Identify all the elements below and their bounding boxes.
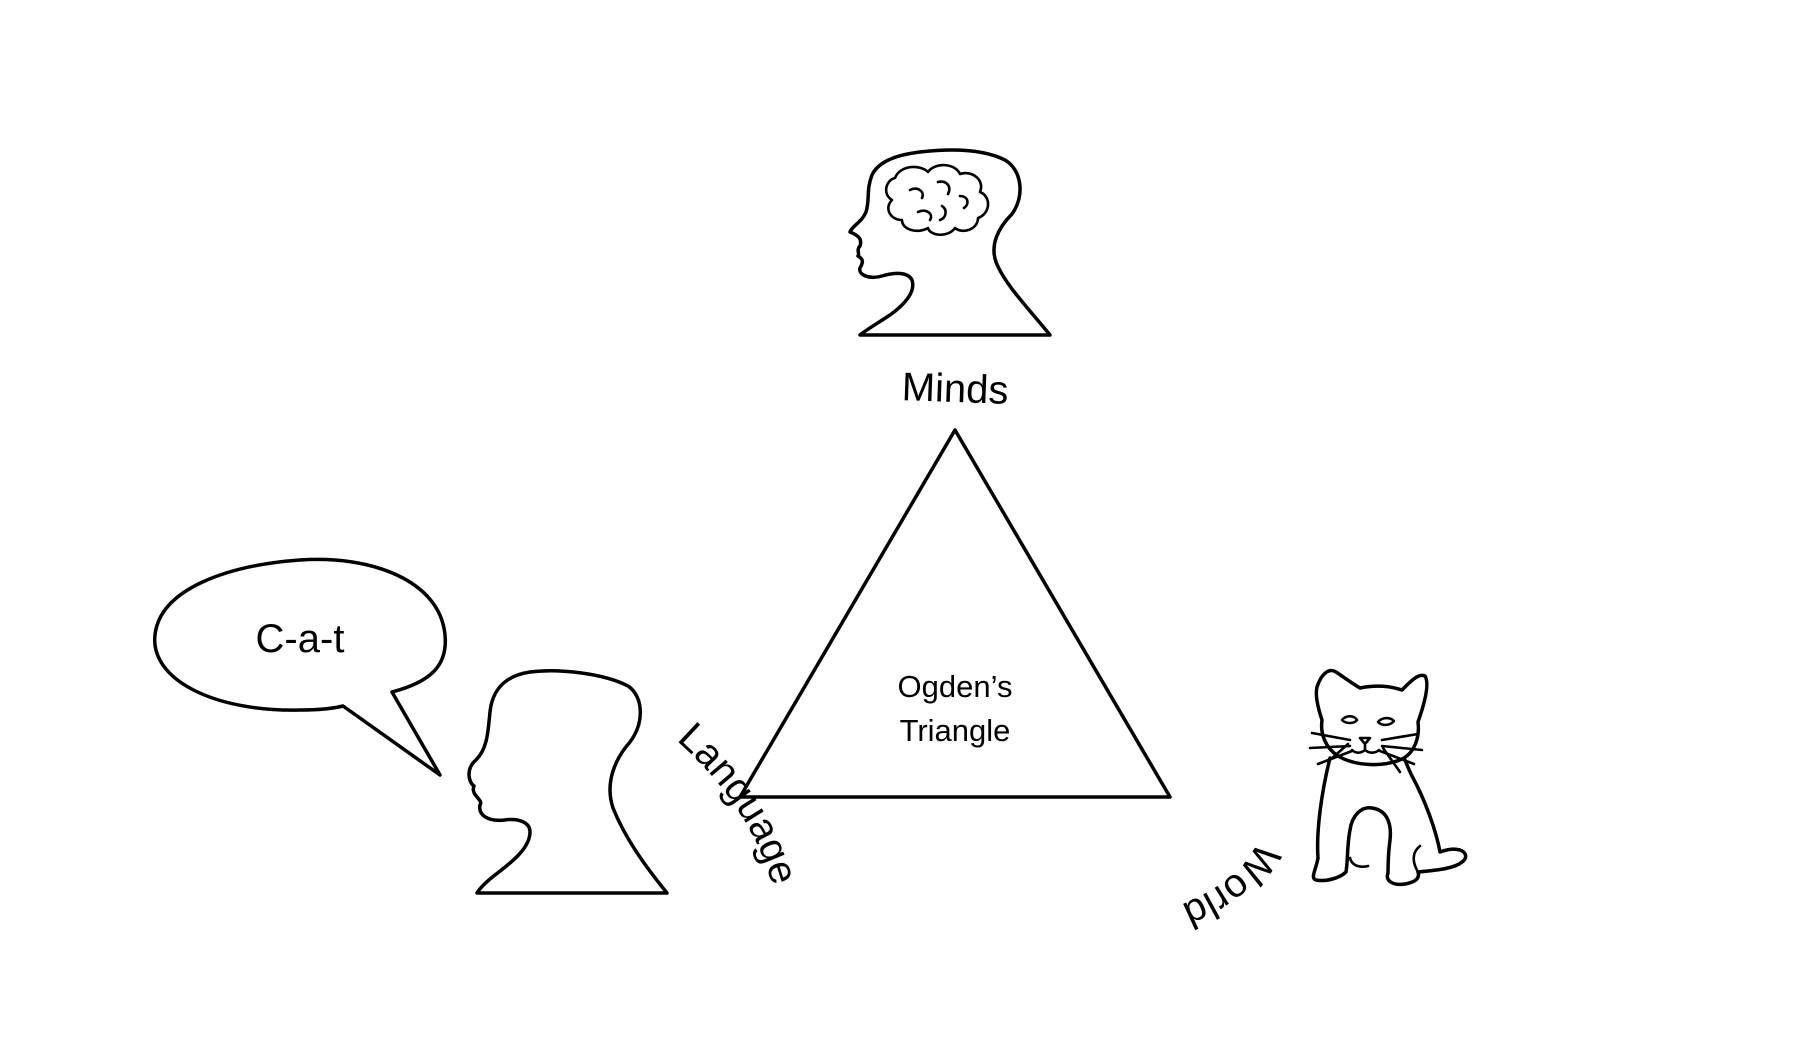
triangle-title-line1: Ogden’s: [898, 669, 1013, 704]
triangle-title-line2: Triangle: [900, 713, 1011, 748]
language-label: Language: [670, 714, 806, 889]
cat-icon: [1308, 668, 1468, 887]
triangle-shape: [738, 428, 1172, 799]
world-label: World: [1177, 836, 1289, 937]
thinking-head-brain-icon: [848, 148, 1052, 337]
minds-label: Minds: [901, 365, 1009, 413]
speech-bubble: [153, 557, 448, 777]
speaking-head-icon: [467, 669, 669, 895]
speech-text: C-a-t: [256, 617, 345, 661]
